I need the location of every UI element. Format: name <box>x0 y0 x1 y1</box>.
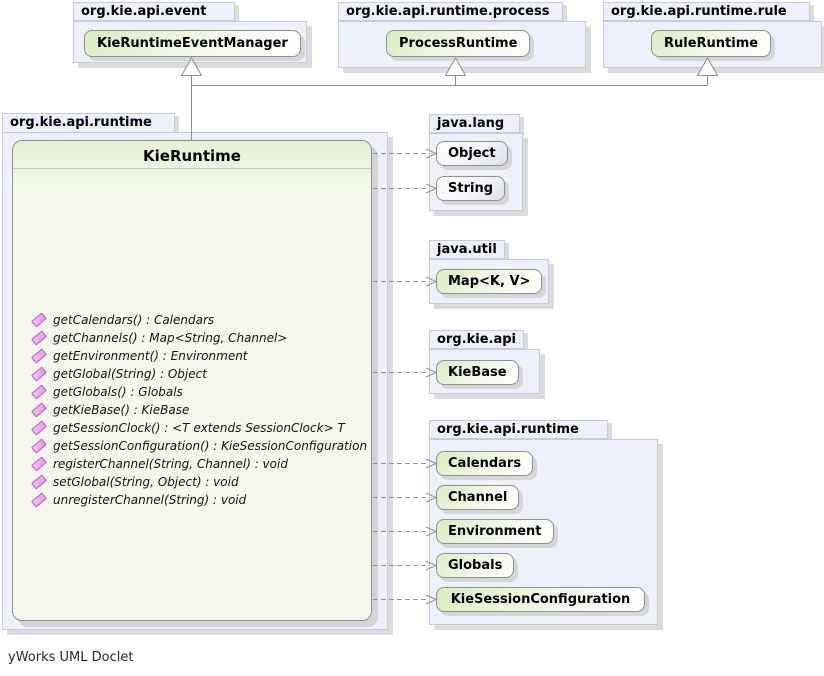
method-label: unregisterChannel(String) : void <box>53 493 247 507</box>
package-tab-org-kie-api: org.kie.api <box>429 330 524 349</box>
method-row[interactable]: registerChannel(String, Channel) : void <box>30 455 363 473</box>
method-icon <box>31 312 47 328</box>
method-label: getSessionConfiguration() : KieSessionCo… <box>53 439 368 453</box>
package-tab-runtime-types: org.kie.api.runtime <box>429 420 608 439</box>
method-icon <box>31 348 47 364</box>
type-button-environment[interactable]: Environment <box>436 519 554 544</box>
type-button-globals[interactable]: Globals <box>436 553 515 578</box>
type-button-processruntime[interactable]: ProcessRuntime <box>386 30 531 57</box>
kieruntime-class-box: KieRuntime getCalendars() : Calendars ge… <box>12 140 372 621</box>
method-label: getCalendars() : Calendars <box>53 313 215 327</box>
method-label: getEnvironment() : Environment <box>53 349 248 363</box>
method-label: getGlobals() : Globals <box>53 385 183 399</box>
method-icon <box>31 456 47 472</box>
package-tab-runtime-main: org.kie.api.runtime <box>2 113 175 133</box>
method-icon <box>31 438 47 454</box>
type-button-kiesessionconfiguration[interactable]: KieSessionConfiguration <box>436 587 645 612</box>
method-icon <box>31 384 47 400</box>
method-label: getGlobal(String) : Object <box>53 367 207 381</box>
method-row[interactable]: getGlobal(String) : Object <box>30 365 363 383</box>
method-row[interactable]: unregisterChannel(String) : void <box>30 491 363 509</box>
method-icon <box>31 474 47 490</box>
method-row[interactable]: getEnvironment() : Environment <box>30 347 363 365</box>
method-label: getSessionClock() : <T extends SessionCl… <box>53 421 345 435</box>
method-icon <box>31 402 47 418</box>
method-label: getChannels() : Map<String, Channel> <box>53 331 288 345</box>
type-button-map[interactable]: Map<K, V> <box>436 269 543 294</box>
method-label: setGlobal(String, Object) : void <box>53 475 239 489</box>
method-label: registerChannel(String, Channel) : void <box>53 457 288 471</box>
method-row[interactable]: getKieBase() : KieBase <box>30 401 363 419</box>
package-tab-java-util: java.util <box>429 240 505 259</box>
type-button-object[interactable]: Object <box>436 141 508 166</box>
package-tab-process: org.kie.api.runtime.process <box>338 2 563 21</box>
method-row[interactable]: setGlobal(String, Object) : void <box>30 473 363 491</box>
package-tab-event: org.kie.api.event <box>73 2 235 21</box>
kieruntime-title: KieRuntime <box>13 141 371 169</box>
type-button-kieruntimeeventmanager[interactable]: KieRuntimeEventManager <box>84 30 301 57</box>
package-tab-rule: org.kie.api.runtime.rule <box>603 2 810 21</box>
method-icon <box>31 492 47 508</box>
method-row[interactable]: getSessionConfiguration() : KieSessionCo… <box>30 437 367 455</box>
type-button-kiebase[interactable]: KieBase <box>436 360 519 385</box>
method-icon <box>31 420 47 436</box>
type-button-calendars[interactable]: Calendars <box>436 451 534 476</box>
method-row[interactable]: getChannels() : Map<String, Channel> <box>30 329 363 347</box>
method-row[interactable]: getCalendars() : Calendars <box>30 311 363 329</box>
type-button-ruleruntime[interactable]: RuleRuntime <box>651 30 772 57</box>
method-icon <box>31 366 47 382</box>
method-label: getKieBase() : KieBase <box>53 403 190 417</box>
doclet-credit: yWorks UML Doclet <box>8 650 134 665</box>
method-row[interactable]: getGlobals() : Globals <box>30 383 363 401</box>
type-button-channel[interactable]: Channel <box>436 485 520 510</box>
type-button-string[interactable]: String <box>436 176 506 201</box>
package-tab-java-lang: java.lang <box>429 114 520 133</box>
method-row[interactable]: getSessionClock() : <T extends SessionCl… <box>30 419 363 437</box>
method-icon <box>31 330 47 346</box>
